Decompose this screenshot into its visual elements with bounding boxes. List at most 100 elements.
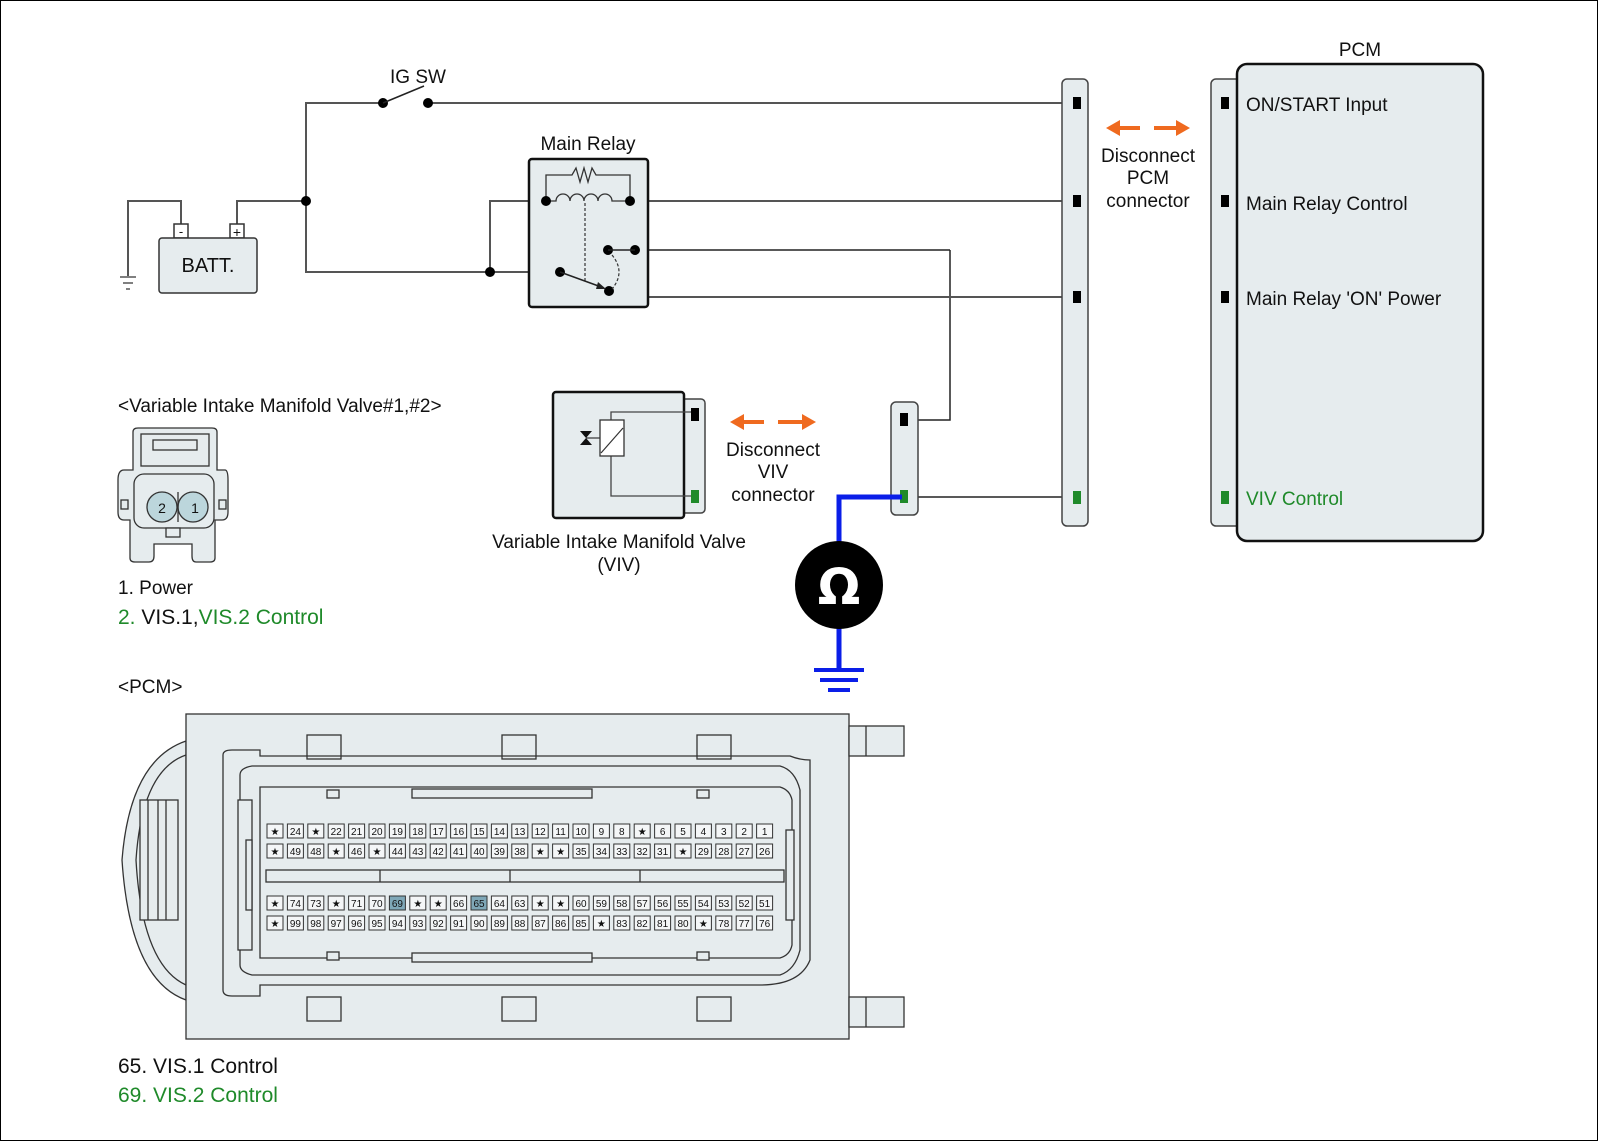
pin-cell-18: 18 <box>409 823 427 839</box>
pin-box <box>756 843 774 859</box>
viv-connector-title: <Variable Intake Manifold Valve#1,#2> <box>118 396 442 417</box>
pin-label: ★ <box>413 899 422 910</box>
main-relay-label: Main Relay <box>540 134 636 155</box>
pin-cell-82: 82 <box>633 915 651 931</box>
pin-box <box>266 823 284 839</box>
pin-cell-5: 5 <box>674 823 692 839</box>
pin-box <box>450 915 468 931</box>
pin-cell-empty: ★ <box>409 895 427 911</box>
pin-box <box>348 843 366 859</box>
pin-cell-43: 43 <box>409 843 427 859</box>
pin-label: 80 <box>677 919 689 930</box>
pin-cell-65: 65 <box>470 895 488 911</box>
pin-cell-96: 96 <box>348 915 366 931</box>
pin-box <box>592 895 610 911</box>
pcm-pin-label: ON/START Input <box>1246 95 1388 116</box>
pin-cell-88: 88 <box>511 915 529 931</box>
pin-cell-empty: ★ <box>307 823 325 839</box>
pin-label: 99 <box>290 919 302 930</box>
pin-box <box>735 823 753 839</box>
pin-label: ★ <box>271 899 280 910</box>
disconnect-viv-label: Disconnect <box>726 440 821 461</box>
wire-junction-to-relay <box>305 201 490 273</box>
pin-label: 85 <box>575 919 587 930</box>
pin-cell-42: 42 <box>429 843 447 859</box>
pin-cell-empty: ★ <box>633 823 651 839</box>
pin-label: ★ <box>271 847 280 858</box>
disconnect-pcm-arrows-icon <box>1106 120 1190 136</box>
pin-cell-16: 16 <box>450 823 468 839</box>
pin-green <box>691 490 699 503</box>
pin-label: ★ <box>679 847 688 858</box>
pin-box <box>429 895 447 911</box>
pin-cell-46: 46 <box>348 843 366 859</box>
junction-dot <box>301 196 311 206</box>
pin-cell-empty: ★ <box>531 843 549 859</box>
pin-cell-66: 66 <box>450 895 468 911</box>
pin-label: 43 <box>412 847 424 858</box>
pin-label: ★ <box>536 899 545 910</box>
disconnect-viv-label: VIV <box>758 462 789 483</box>
pin-label: 54 <box>698 899 710 910</box>
battery-label: BATT. <box>182 255 235 277</box>
pin-label: 49 <box>290 847 302 858</box>
pin-cell-91: 91 <box>450 915 468 931</box>
wire-to-relay-coil <box>489 200 546 272</box>
main-relay: Main Relay <box>527 134 650 309</box>
pin-label: 1 <box>762 827 768 838</box>
pin-cell-59: 59 <box>592 895 610 911</box>
disconnect-pcm-label: connector <box>1106 191 1190 212</box>
pin-label: 94 <box>392 919 404 930</box>
pin-label: 88 <box>514 919 526 930</box>
pin-box <box>613 823 631 839</box>
pin-box <box>307 843 325 859</box>
pin-cell-27: 27 <box>735 843 753 859</box>
pin-cell-empty: ★ <box>592 915 610 931</box>
pin-label: 95 <box>371 919 383 930</box>
pin-label: 83 <box>616 919 628 930</box>
pin-box <box>572 843 590 859</box>
pin-green <box>1221 491 1229 504</box>
pin-label: 20 <box>371 827 383 838</box>
pin-cell-98: 98 <box>307 915 325 931</box>
pin-label: 78 <box>718 919 730 930</box>
pin-cell-93: 93 <box>409 915 427 931</box>
ohm-symbol: Ω <box>818 558 861 616</box>
pin-label: 14 <box>494 827 506 838</box>
wire-batt-negative <box>127 200 182 276</box>
pin-box <box>735 843 753 859</box>
pin-cell-76: 76 <box>756 915 774 931</box>
pin-cell-54: 54 <box>694 895 712 911</box>
pin-box <box>715 823 733 839</box>
pin-label: 38 <box>514 847 526 858</box>
pin-cell-33: 33 <box>613 843 631 859</box>
pin-label: 11 <box>555 827 566 838</box>
pin-label: 48 <box>310 847 322 858</box>
pin-label: ★ <box>373 847 382 858</box>
pin-box <box>409 915 427 931</box>
pin-box <box>388 843 406 859</box>
disconnect-pcm-label: Disconnect <box>1101 146 1196 167</box>
pin-label: 91 <box>453 919 465 930</box>
pin-cell-94: 94 <box>388 915 406 931</box>
pin-label: ★ <box>332 847 341 858</box>
pin-box <box>715 843 733 859</box>
pin-cell-49: 49 <box>286 843 304 859</box>
viv-pin-1: 1 <box>191 500 199 516</box>
pin-cell-99: 99 <box>286 915 304 931</box>
pin-cell-92: 92 <box>429 915 447 931</box>
pin-label: 16 <box>453 827 465 838</box>
pin-box <box>266 843 284 859</box>
pin-box <box>674 823 692 839</box>
pin-box <box>388 895 406 911</box>
pin-label: 40 <box>473 847 485 858</box>
ground-icon <box>120 276 136 290</box>
pin-label: 39 <box>494 847 506 858</box>
pin-box <box>694 915 712 931</box>
pin-box <box>266 895 284 911</box>
pin-label: 66 <box>453 899 465 910</box>
pin-cell-12: 12 <box>531 823 549 839</box>
pin-box <box>694 895 712 911</box>
pin-box <box>694 823 712 839</box>
pin-label: 55 <box>677 899 689 910</box>
